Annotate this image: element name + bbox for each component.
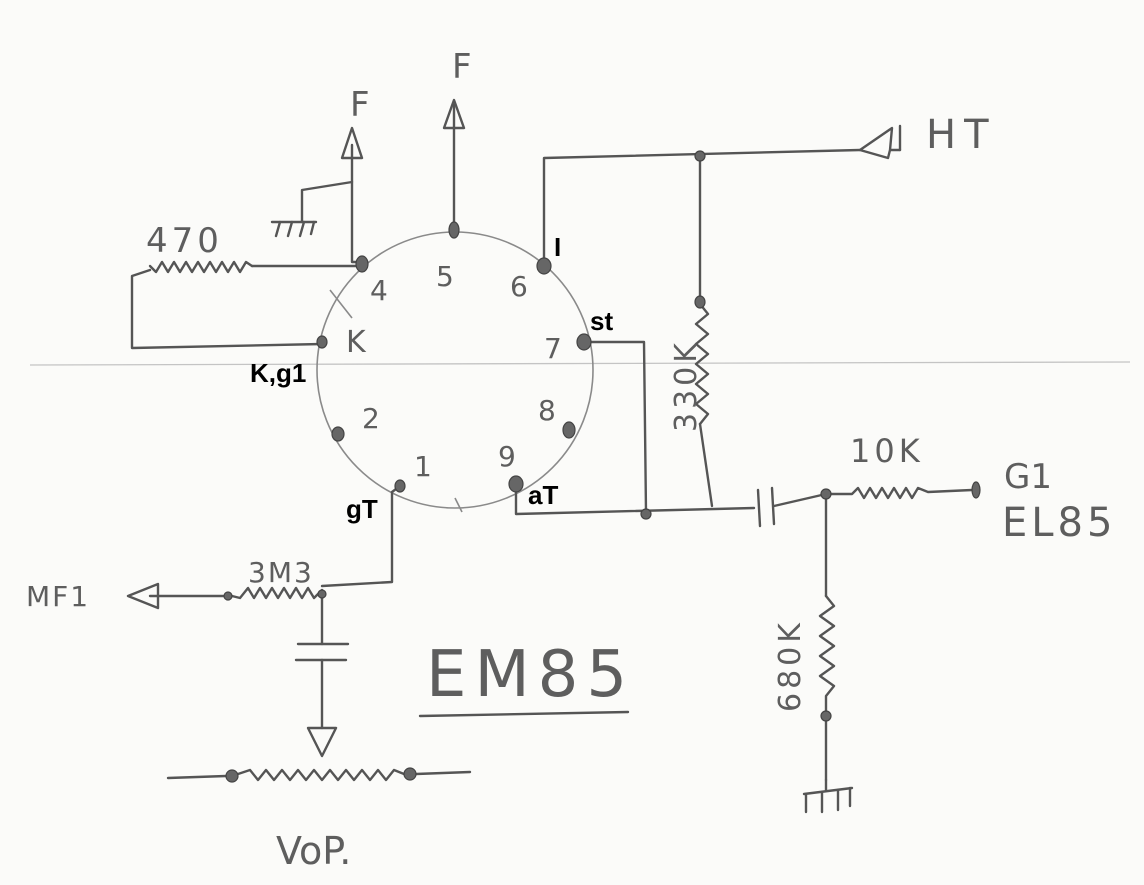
- terminal-g1: [971, 481, 981, 499]
- arrow-ht: [858, 126, 902, 160]
- pin6-label: 6: [510, 270, 528, 303]
- pin6-function-label: I: [554, 232, 561, 262]
- pin1-label: 1: [414, 450, 432, 483]
- wire-pin6-ht: [542, 148, 862, 266]
- g1-label: G1: [1004, 457, 1052, 497]
- wire-pin7-node: [582, 340, 648, 514]
- resistor-10k: [824, 486, 974, 500]
- ground-symbol-top: [270, 220, 318, 238]
- resistor-3m3: [230, 586, 324, 600]
- junction-3m3-left: [223, 591, 233, 601]
- resistor-680k: [818, 594, 836, 782]
- r3m3-label: 3M3: [248, 556, 314, 589]
- wire-pin9-capacitor: [514, 486, 756, 516]
- junction-grid-node: [820, 488, 832, 500]
- el85-label: EL85: [1002, 500, 1116, 546]
- pin7-label: 7: [544, 332, 562, 365]
- base-key-tick: [454, 497, 463, 513]
- ht-label: HT: [926, 112, 997, 158]
- wire-470-kg1: [130, 268, 324, 350]
- title-underline: [418, 710, 630, 718]
- wire-pot-right: [414, 770, 472, 776]
- vop-capacitor: [294, 642, 350, 662]
- junction-330k-top: [694, 295, 706, 309]
- cathode-tick: [329, 289, 353, 319]
- wire-pin4-f: [350, 143, 364, 264]
- junction-680k-bottom: [820, 710, 832, 722]
- f-left-label: F: [350, 85, 370, 125]
- mf1-label: MF1: [26, 580, 90, 613]
- pin5-dot: [448, 221, 460, 239]
- arrow-vop: [306, 726, 338, 758]
- junction-ht-rail: [694, 150, 706, 162]
- pin4-label: 4: [370, 274, 388, 307]
- vop-label: VoP.: [276, 829, 351, 873]
- pin8-dot: [562, 421, 576, 439]
- pin3-function-label: K,g1: [250, 358, 306, 388]
- pin8-label: 8: [538, 394, 556, 427]
- pin2-dot: [331, 426, 345, 442]
- r470-label: 470: [146, 221, 223, 261]
- junction-anode-node: [640, 508, 652, 520]
- junction-3m3-right: [317, 589, 327, 599]
- pin2-label: 2: [362, 402, 380, 435]
- pin4-dot: [355, 255, 369, 273]
- resistor-330k: [694, 302, 710, 426]
- pot-terminal-left: [225, 769, 239, 783]
- wire-330k-node: [698, 422, 714, 508]
- pin7-dot: [576, 333, 592, 351]
- f-top-label: F: [452, 47, 472, 87]
- pin1-function-label: gT: [346, 494, 378, 524]
- tube-base-circle: [316, 231, 594, 509]
- arrow-f-top: [442, 98, 466, 130]
- potentiometer-vop: [236, 768, 406, 782]
- resistor-470: [148, 260, 254, 274]
- k-inner-label: K: [346, 325, 367, 360]
- arrow-f-left: [340, 126, 364, 160]
- paper-fold-line: [29, 361, 1131, 366]
- pin1-dot: [394, 479, 406, 493]
- r680k-label: 680K: [773, 619, 808, 712]
- ground-symbol-bottom: [802, 778, 854, 814]
- r330k-label: 330K: [669, 339, 704, 432]
- pot-terminal-right: [403, 767, 417, 781]
- wire-ground-stub: [300, 180, 354, 224]
- pin6-dot: [536, 257, 552, 275]
- coupling-capacitor: [756, 486, 828, 528]
- pin9-dot: [508, 475, 524, 493]
- pin9-function-label: aT: [528, 480, 558, 510]
- wire-pot-left: [166, 774, 228, 780]
- pin9-label: 9: [498, 440, 516, 473]
- pin5-label: 5: [436, 260, 454, 293]
- pin7-function-label: st: [590, 306, 613, 336]
- arrow-mf1: [126, 582, 160, 610]
- r10k-label: 10K: [850, 432, 924, 470]
- title-em85: EM85: [426, 638, 635, 712]
- pin3-dot: [316, 335, 328, 349]
